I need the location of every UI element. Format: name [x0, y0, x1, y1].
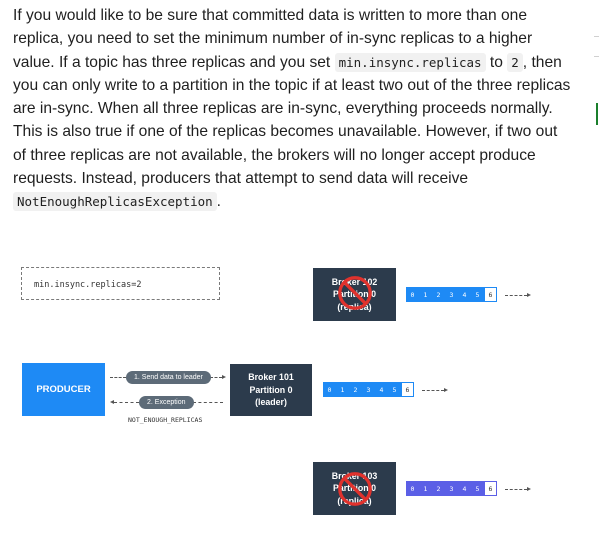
exception-label: 2. Exception — [139, 396, 194, 409]
broker-101-name: Broker 101 — [248, 372, 294, 383]
log-offset: 2 — [432, 287, 445, 302]
log-103-arrowhead — [527, 486, 531, 491]
log-offset: 1 — [336, 382, 349, 397]
unavailable-icon — [338, 276, 372, 310]
scrollbar-notch — [594, 56, 599, 57]
log-offset-next: 6 — [401, 382, 414, 397]
log-offset: 5 — [388, 382, 401, 397]
exception-arrow-line-left — [114, 402, 139, 403]
producer-box: PRODUCER — [22, 363, 105, 416]
paragraph-text-1: If you would like to be sure that commit… — [13, 7, 533, 71]
scrollbar[interactable] — [594, 0, 599, 547]
send-arrow-line-left — [110, 377, 126, 378]
exception-arrow-line-right — [193, 402, 223, 403]
error-code-label: NOT_ENOUGH_REPLICAS — [128, 416, 203, 424]
log-offset: 5 — [471, 287, 484, 302]
partition-log-broker-103: 0 1 2 3 4 5 6 — [406, 481, 497, 496]
broker-101-partition: Partition 0 — [249, 384, 293, 395]
code-min-insync: min.insync.replicas — [334, 52, 486, 72]
log-offset: 4 — [458, 481, 471, 496]
send-data-label: 1. Send data to leader — [126, 371, 211, 384]
log-offset: 5 — [471, 481, 484, 496]
send-arrow-line-right — [210, 377, 222, 378]
log-offset-next: 6 — [484, 481, 497, 496]
log-offset: 1 — [419, 287, 432, 302]
log-102-append-arrow — [505, 295, 527, 296]
broker-102-name: Broker 102 — [331, 276, 378, 287]
partition-log-broker-101: 0 1 2 3 4 5 6 — [323, 382, 414, 397]
config-setting-box: min.insync.replicas=2 — [21, 267, 220, 300]
explanation-paragraph: If you would like to be sure that commit… — [13, 4, 573, 214]
broker-103-role: (replica) — [337, 495, 372, 506]
log-offset: 1 — [419, 481, 432, 496]
log-102-arrowhead — [527, 292, 531, 297]
send-arrowhead — [222, 374, 226, 379]
scrollbar-notch — [594, 36, 599, 37]
broker-101-leader: Broker 101 Partition 0 (leader) — [230, 364, 312, 416]
log-offset: 0 — [406, 287, 419, 302]
log-offset: 4 — [375, 382, 388, 397]
log-offset: 0 — [406, 481, 419, 496]
log-offset: 2 — [349, 382, 362, 397]
scrollbar-thumb[interactable] — [596, 103, 598, 125]
paragraph-text-3: , then you can only write to a partition… — [13, 53, 571, 188]
log-101-arrowhead — [444, 387, 448, 392]
log-offset: 3 — [445, 481, 458, 496]
broker-103-name: Broker 103 — [331, 470, 378, 481]
log-offset: 3 — [362, 382, 375, 397]
partition-log-broker-102: 0 1 2 3 4 5 6 — [406, 287, 497, 302]
log-103-append-arrow — [505, 489, 527, 490]
log-101-append-arrow — [422, 390, 444, 391]
log-offset: 4 — [458, 287, 471, 302]
broker-101-role: (leader) — [255, 397, 287, 408]
exception-arrowhead — [110, 399, 114, 404]
producer-label: PRODUCER — [36, 384, 91, 395]
paragraph-text-4: . — [216, 193, 222, 211]
code-value-2: 2 — [507, 52, 523, 72]
log-offset: 3 — [445, 287, 458, 302]
unavailable-icon — [338, 472, 372, 506]
log-offset: 0 — [323, 382, 336, 397]
code-exception: NotEnoughReplicasException — [13, 192, 217, 212]
log-offset-next: 6 — [484, 287, 497, 302]
log-offset: 2 — [432, 481, 445, 496]
paragraph-text-2: to — [485, 53, 508, 71]
